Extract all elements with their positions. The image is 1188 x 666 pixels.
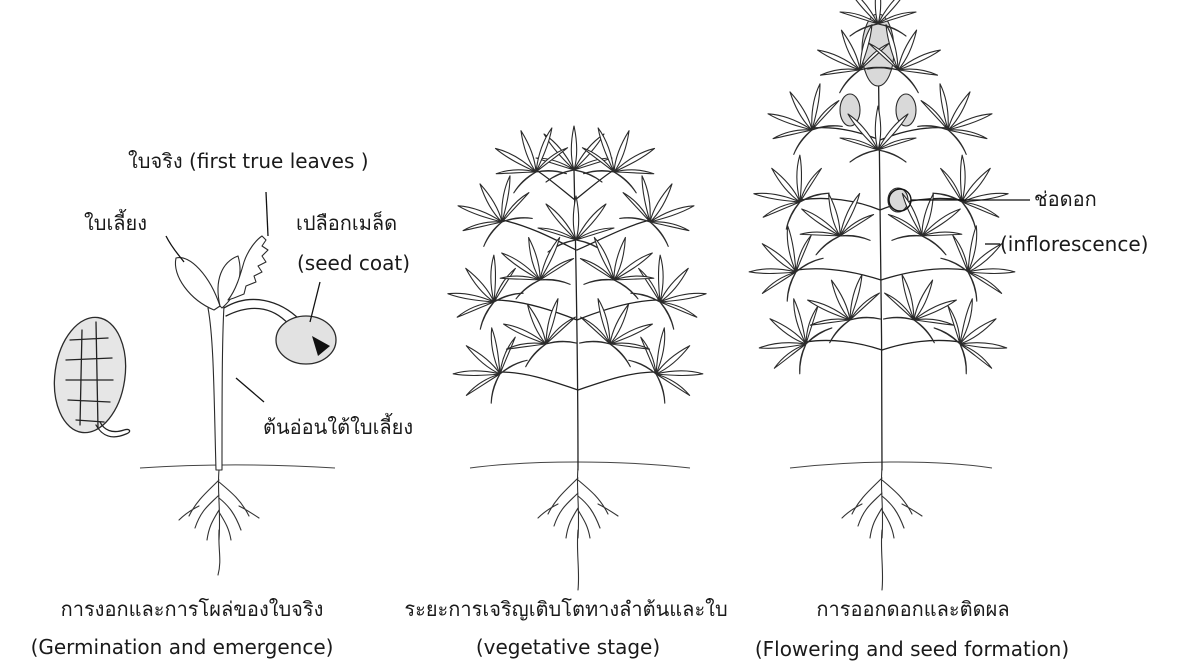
ground-line-stage2 <box>469 461 691 469</box>
ground-line-stage1 <box>139 464 336 469</box>
label-hypocotyl: ต้นอ่อนใต้ใบเลี้ยง <box>263 415 414 439</box>
roots-stage2 <box>537 467 619 539</box>
label-seed-coat-th: เปลือกเมล็ด <box>296 211 398 235</box>
stage1-title-en: (Germination and emergence) <box>30 635 334 659</box>
main-stem-stage3 <box>877 29 883 471</box>
roots-stage3 <box>841 467 923 539</box>
seedling-stem <box>207 305 225 471</box>
label-inflorescence-en: (inflorescence) <box>1000 232 1149 256</box>
guide-first-true-leaves <box>265 191 269 237</box>
seed-coat-illustration <box>275 315 337 365</box>
label-inflorescence-th: ช่อดอก <box>1034 187 1097 211</box>
label-cotyledon: ใบเลี้ยง <box>84 211 148 235</box>
guide-cotyledon <box>165 235 185 263</box>
seed-illustration <box>53 316 131 438</box>
stage2-title-en: (vegetative stage) <box>475 635 661 659</box>
stage3-title-en: (Flowering and seed formation) <box>754 637 1070 661</box>
guide-seed-coat <box>309 281 321 323</box>
leaves-stage3 <box>737 0 1027 383</box>
stage1-title-th: การงอกและการโผล่ของใบจริง <box>60 597 324 621</box>
label-seed-coat-en: (seed coat) <box>297 251 411 275</box>
cotyledon-leaf <box>174 257 221 311</box>
label-first-true-leaves: ใบจริง (first true leaves ) <box>128 149 369 173</box>
stage3-title-th: การออกดอกและติดผล <box>816 597 1010 621</box>
guide-hypocotyl <box>235 377 265 403</box>
first-true-leaf <box>227 235 269 301</box>
stage2-title-th: ระยะการเจริญเติบโตทางลำต้นและใบ <box>404 597 728 621</box>
ground-line-stage3 <box>789 461 993 469</box>
